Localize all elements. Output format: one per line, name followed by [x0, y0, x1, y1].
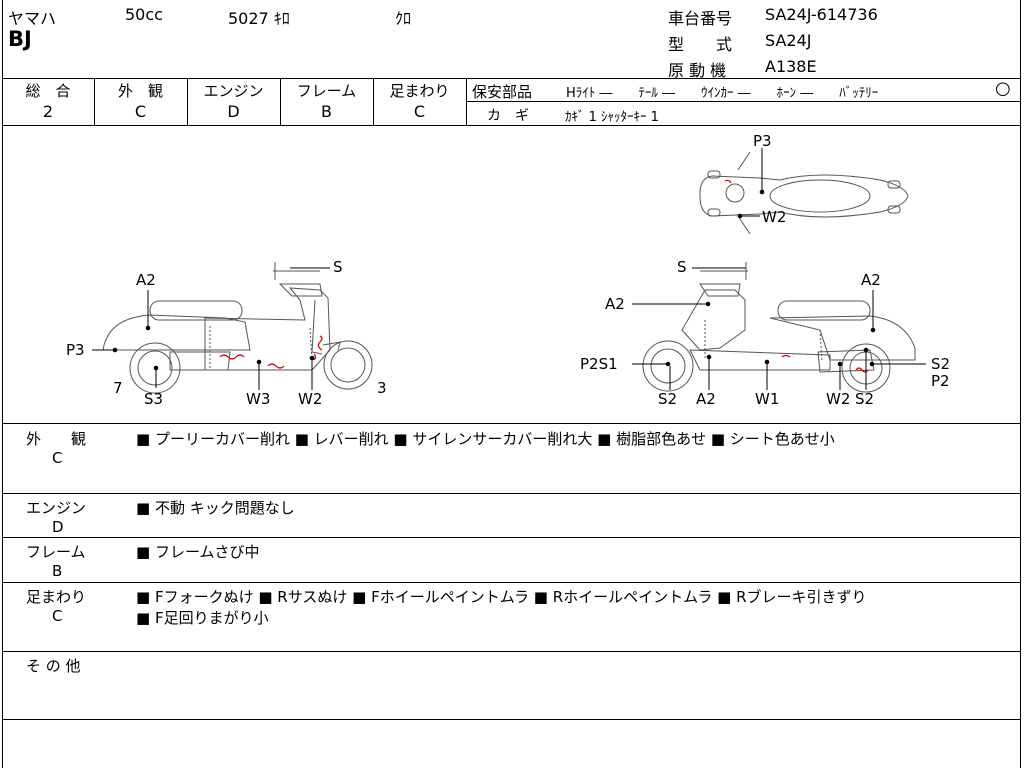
label-right-a2-rear: A2 — [861, 271, 881, 289]
label-left-s: S — [333, 258, 343, 276]
detail-frame-text: ■ フレームさび中 — [136, 543, 260, 561]
label-right-p2: P2 — [931, 372, 950, 390]
label-top-p3: P3 — [753, 132, 772, 150]
grid-line — [2, 423, 1020, 424]
label-left-s3: S3 — [144, 390, 163, 408]
label-right-p2s1: P2S1 — [580, 355, 618, 373]
scooter-right-side-view — [642, 262, 916, 393]
detail-suspension-text-1: ■ Fフォークぬけ ■ Rサスぬけ ■ Fホイールペイントムラ ■ Rホイールペ… — [136, 588, 867, 606]
scooter-top-view — [699, 151, 909, 235]
mileage: 5027 ｷﾛ — [228, 9, 290, 28]
grid-line — [373, 78, 374, 125]
type-label: 型 式 — [668, 35, 733, 54]
battery-status-mark: ○ — [995, 78, 1011, 99]
key-value: ｶｷﾞ 1 ｼｬｯﾀｰｷｰ 1 — [565, 110, 659, 125]
engine-grade: D — [227, 102, 240, 121]
frame-no-label: 車台番号 — [668, 9, 733, 28]
grid-line — [2, 719, 1020, 720]
suspension-grade: C — [413, 102, 426, 121]
model-name: BJ — [8, 27, 32, 51]
type-value: SA24J — [765, 31, 812, 50]
label-left-7: 7 — [113, 379, 123, 397]
detail-engine-text: ■ 不動 キック問題なし — [136, 499, 295, 517]
frame-grade: B — [321, 102, 332, 121]
border-right — [1020, 0, 1021, 768]
suspension-label: 足まわり — [389, 82, 450, 100]
grid-line — [2, 493, 1020, 494]
label-left-p3: P3 — [66, 341, 85, 359]
engine-model-label: 原 動 機 — [668, 61, 727, 80]
detail-suspension-grade: C — [52, 607, 63, 625]
detail-frame-grade: B — [52, 562, 63, 580]
detail-engine-label: エンジン — [26, 499, 87, 517]
grid-line — [2, 125, 1020, 126]
grid-line — [466, 78, 467, 125]
maker: ヤマハ — [8, 9, 57, 28]
grid-line — [2, 78, 1020, 79]
displacement: 50cc — [125, 5, 163, 24]
grid-line — [94, 78, 95, 125]
grid-line — [280, 78, 281, 125]
exterior-grade: C — [134, 102, 147, 121]
overall-label: 総 合 — [25, 82, 71, 100]
label-right-s: S — [677, 258, 687, 276]
label-right-w1: W1 — [755, 390, 779, 408]
label-right-s2-side: S2 — [931, 355, 950, 373]
label-right-a2-floor: A2 — [696, 390, 716, 408]
key-label: カ ギ — [487, 108, 529, 124]
label-right-a2-front: A2 — [605, 295, 625, 313]
overall-grade: 2 — [42, 102, 54, 121]
label-right-s2-rear: S2 — [855, 390, 874, 408]
grid-line — [187, 78, 188, 125]
detail-exterior-text: ■ プーリーカバー削れ ■ レバー削れ ■ サイレンサーカバー削れ大 ■ 樹脂部… — [136, 430, 835, 448]
safety-label: 保安部品 — [472, 83, 533, 101]
grid-line — [467, 101, 1020, 102]
label-left-3: 3 — [377, 379, 387, 397]
detail-exterior-label: 外 観 — [26, 430, 87, 448]
grid-line — [2, 582, 1020, 583]
scooter-left-side-view — [102, 262, 373, 394]
color: ｸﾛ — [395, 9, 412, 28]
exterior-label: 外 観 — [117, 82, 163, 100]
label-right-s2-front: S2 — [658, 390, 677, 408]
detail-frame-label: フレーム — [26, 543, 86, 561]
safety-items: Hﾗｲﾄ ― ﾃｰﾙ ― ｳｲﾝｶｰ ― ﾎｰﾝ ― ﾊﾞｯﾃﾘｰ — [566, 86, 879, 101]
detail-engine-grade: D — [52, 518, 64, 536]
border-left — [2, 0, 3, 768]
label-left-w3: W3 — [246, 390, 270, 408]
label-right-w2: W2 — [826, 390, 850, 408]
detail-suspension-text-2: ■ F足回りまがり小 — [136, 609, 269, 627]
frame-no: SA24J-614736 — [765, 5, 878, 24]
scooter-damage-diagram: A2 S P3 7 S3 W3 W2 3 P3 W2 S A2 A2 P2S1 … — [66, 132, 950, 408]
grid-line — [2, 651, 1020, 652]
detail-suspension-label: 足まわり — [26, 588, 87, 606]
grid-line — [2, 537, 1020, 538]
detail-other-label: そ の 他 — [26, 657, 81, 675]
label-left-a2: A2 — [136, 271, 156, 289]
label-left-w2: W2 — [298, 390, 322, 408]
engine-model-value: A138E — [765, 57, 817, 76]
engine-label: エンジン — [203, 82, 264, 100]
label-top-w2: W2 — [762, 208, 786, 226]
frame-label: フレーム — [296, 82, 357, 100]
detail-exterior-grade: C — [52, 449, 63, 467]
